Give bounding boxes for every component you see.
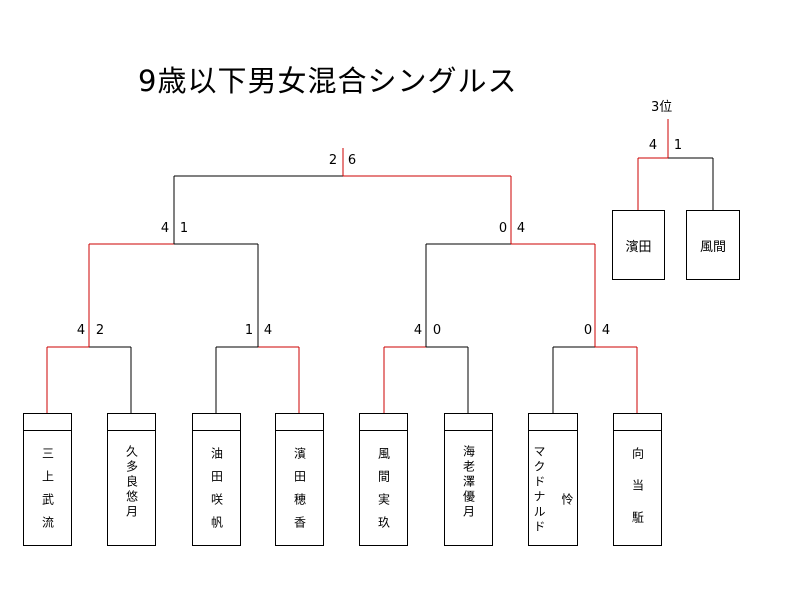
player-card: 濱田穂香 xyxy=(275,413,324,546)
player-card-header xyxy=(614,414,661,431)
quarterfinal-2-score-right: 4 xyxy=(263,323,273,338)
quarterfinal-2-score-left: 1 xyxy=(244,323,254,338)
player-card-header xyxy=(360,414,407,431)
player-card: 向当駈 xyxy=(613,413,662,546)
player-card: 海老澤優月 xyxy=(444,413,493,546)
semifinal-2-score-right: 4 xyxy=(516,221,526,236)
final-score-right: 6 xyxy=(347,153,357,168)
semifinal-2-score-left: 0 xyxy=(498,221,508,236)
player-card-header xyxy=(24,414,71,431)
player-card-header xyxy=(108,414,155,431)
player-card: 油田咲帆 xyxy=(192,413,241,546)
page-title: 9歳以下男女混合シングルス xyxy=(138,64,518,98)
quarterfinal-3-score-left: 4 xyxy=(413,323,423,338)
player-name: 三上武流 xyxy=(40,447,55,539)
quarterfinal-4-score-left: 0 xyxy=(583,323,593,338)
third-place-label: 3位 xyxy=(651,100,673,115)
semifinal-1-score-right: 1 xyxy=(179,221,189,236)
player-card: 三上武流 xyxy=(23,413,72,546)
player-card: 風間実玖 xyxy=(359,413,408,546)
player-name: 濱田穂香 xyxy=(292,447,307,539)
third-place-player-right: 風間 xyxy=(686,210,740,280)
player-card-header xyxy=(193,414,240,431)
third-place-score-right: 1 xyxy=(673,138,683,153)
final-score-left: 2 xyxy=(328,153,338,168)
player-card-header xyxy=(276,414,323,431)
player-name: 海老澤優月 xyxy=(461,445,476,520)
player-name: 風間実玖 xyxy=(376,447,391,539)
semifinal-1-score-left: 4 xyxy=(160,221,170,236)
player-name: マクドナルド xyxy=(532,445,546,535)
third-place-score-left: 4 xyxy=(648,138,658,153)
quarterfinal-3-score-right: 0 xyxy=(432,323,442,338)
player-card-header xyxy=(529,414,577,431)
player-card: 久多良悠月 xyxy=(107,413,156,546)
player-name: 油田咲帆 xyxy=(209,447,224,539)
third-place-player-left: 濱田 xyxy=(612,210,665,280)
player-name: 向当駈 xyxy=(630,447,645,543)
quarterfinal-1-score-right: 2 xyxy=(95,323,105,338)
player-card-header xyxy=(445,414,492,431)
player-card: マクドナルド 怜 xyxy=(528,413,578,546)
player-name: 久多良悠月 xyxy=(124,445,139,520)
player-name-given: 怜 xyxy=(560,493,574,508)
quarterfinal-1-score-left: 4 xyxy=(76,323,86,338)
quarterfinal-4-score-right: 4 xyxy=(601,323,611,338)
